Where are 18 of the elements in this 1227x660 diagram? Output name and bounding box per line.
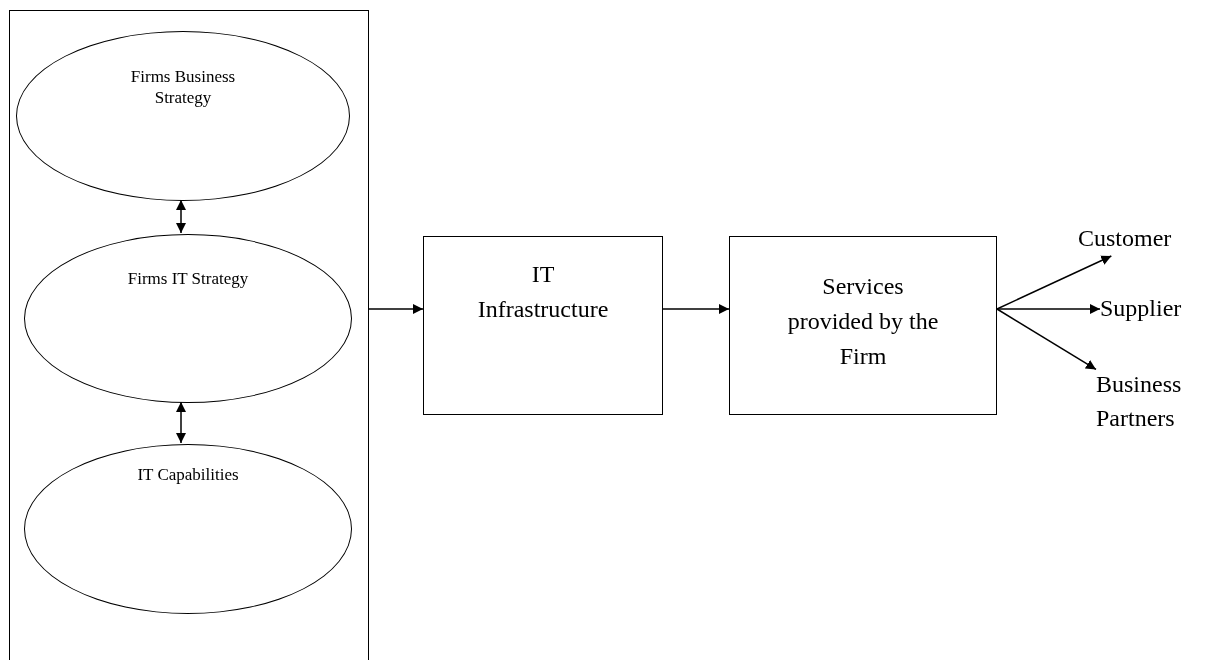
group-box bbox=[9, 10, 369, 660]
node-text: Services provided by the Firm bbox=[786, 272, 940, 371]
node-text: Supplier bbox=[1100, 294, 1183, 323]
process-box bbox=[423, 236, 663, 415]
node-text: Firms Business Strategy bbox=[129, 66, 237, 109]
node-text: Business Partners bbox=[1096, 370, 1183, 433]
node-text: IT Capabilities bbox=[136, 464, 240, 486]
arrow bbox=[368, 304, 424, 314]
arrow bbox=[662, 304, 730, 314]
process-box bbox=[729, 236, 997, 415]
node-text: IT Infrastructure bbox=[476, 260, 610, 324]
arrow bbox=[996, 304, 1101, 314]
arrow bbox=[996, 255, 1113, 310]
node-text: Firms IT Strategy bbox=[126, 268, 250, 290]
node-text: Customer bbox=[1078, 224, 1173, 253]
arrow bbox=[176, 401, 186, 444]
arrow bbox=[176, 199, 186, 234]
arrow bbox=[996, 308, 1097, 371]
